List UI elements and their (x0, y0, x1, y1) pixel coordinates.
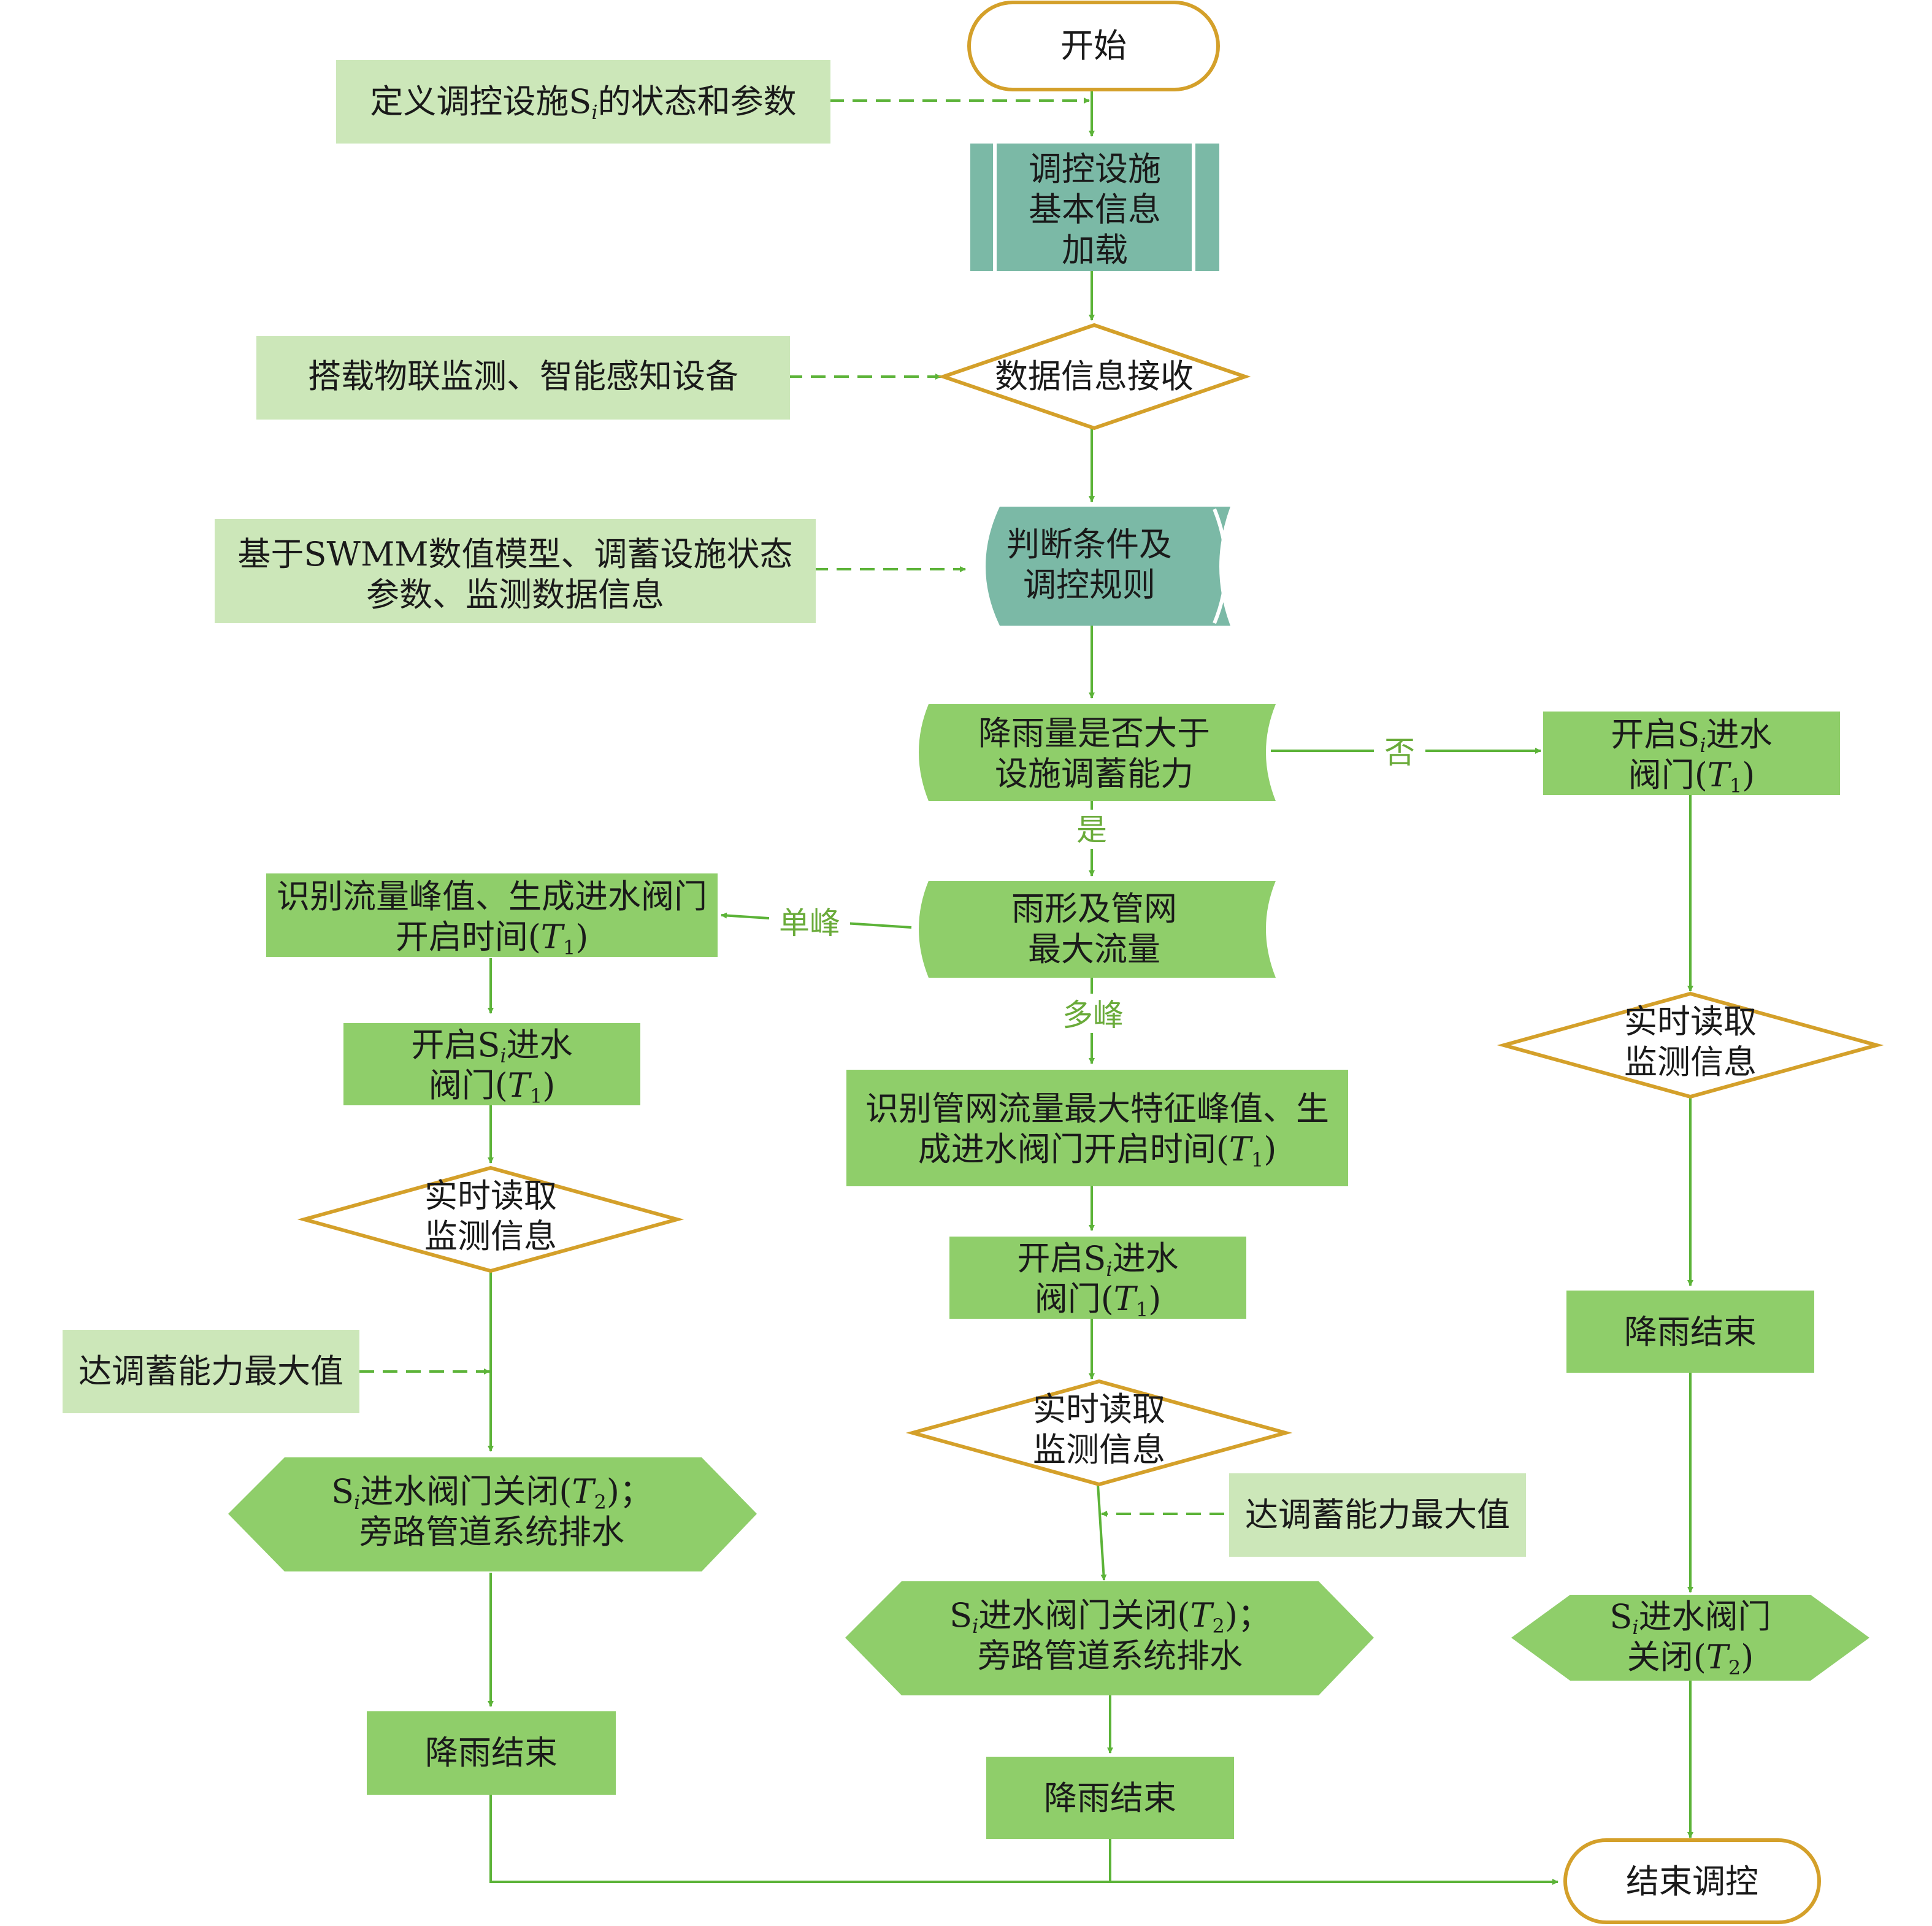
mid-max-capacity-input-box: 达调蓄能力最大值 (1229, 1473, 1526, 1557)
right-monitor-label-2: 监测信息 (1624, 1043, 1757, 1081)
swmm-input-box: 基于SWMM数值模型、调蓄设施状态 参数、监测数据信息 (215, 519, 816, 623)
load-label-3: 加载 (1062, 231, 1128, 269)
rainfall-check-label-1: 降雨量是否大于 (978, 714, 1210, 753)
right-close-valve-node: Si进水阀门 关闭(T2) (1511, 1595, 1869, 1681)
edge-label-no: 否 (1384, 735, 1415, 770)
right-monitor-decision-node: 实时读取 监测信息 (1497, 991, 1884, 1099)
left-max-capacity-label: 达调蓄能力最大值 (79, 1352, 343, 1391)
mid-rain-end-node: 降雨结束 (986, 1757, 1234, 1839)
left-monitor-decision-node: 实时读取 监测信息 (297, 1165, 684, 1273)
left-monitor-label-2: 监测信息 (424, 1217, 557, 1256)
right-rain-end-node: 降雨结束 (1566, 1291, 1814, 1373)
mid-monitor-decision-node: 实时读取 监测信息 (905, 1379, 1293, 1487)
mid-open-label-1: 开启Si进水 (1017, 1239, 1178, 1281)
end-label: 结束调控 (1626, 1862, 1758, 1901)
left-rain-end-node: 降雨结束 (367, 1711, 616, 1795)
iot-label: 搭载物联监测、智能感知设备 (308, 357, 738, 396)
right-open-label-2: 阀门(T1) (1628, 756, 1755, 797)
mid-open-valve-node: 开启Si进水 阀门(T1) (949, 1237, 1246, 1321)
mid-monitor-label-1: 实时读取 (1033, 1390, 1165, 1429)
end-node: 结束调控 (1563, 1838, 1821, 1924)
edge-label-single-peak: 单峰 (779, 905, 840, 941)
start-node: 开始 (967, 1, 1220, 91)
mid-open-label-2: 阀门(T1) (1035, 1280, 1162, 1321)
left-monitor-label-1: 实时读取 (424, 1176, 557, 1215)
edge-midmonitor-midclose (1097, 1484, 1107, 1581)
mid-max-capacity-label: 达调蓄能力最大值 (1245, 1495, 1510, 1534)
left-identify-label-1: 识别流量峰值、生成进水阀门 (277, 877, 707, 916)
edge-leftend-merge (489, 1795, 1558, 1885)
left-identify-node: 识别流量峰值、生成进水阀门 开启时间(T1) (266, 873, 718, 959)
swmm-label-1: 基于SWMM数值模型、调蓄设施状态 (237, 535, 792, 574)
right-close-label-2: 关闭(T2) (1627, 1638, 1754, 1679)
left-close-label-2: 旁路管道系统排水 (359, 1513, 624, 1551)
mid-close-valve-node: Si进水阀门关闭(T2)； 旁路管道系统排水 (845, 1581, 1374, 1695)
define-input-box: 定义调控设施Si的状态和参数 (336, 60, 830, 144)
rules-label-1: 判断条件及 (1006, 525, 1172, 564)
mid-identify-node: 识别管网流量最大特征峰值、生 成进水阀门开启时间(T1) (846, 1070, 1348, 1186)
left-open-valve-node: 开启Si进水 阀门(T1) (343, 1023, 640, 1108)
define-label: 定义调控设施Si的状态和参数 (370, 82, 796, 124)
edge-label-multi-peak: 多峰 (1062, 997, 1124, 1033)
right-open-label-1: 开启Si进水 (1611, 715, 1772, 757)
left-max-capacity-input-box: 达调蓄能力最大值 (63, 1330, 359, 1413)
load-info-node: 调控设施 基本信息 加载 (970, 144, 1219, 271)
left-close-valve-node: Si进水阀门关闭(T2)； 旁路管道系统排水 (228, 1457, 757, 1571)
mid-monitor-label-2: 监测信息 (1033, 1430, 1165, 1469)
iot-input-box: 搭载物联监测、智能感知设备 (256, 336, 790, 420)
left-open-label-2: 阀门(T1) (429, 1066, 556, 1108)
right-rain-end-label: 降雨结束 (1624, 1313, 1757, 1351)
receive-decision-node: 数据信息接收 (937, 323, 1251, 431)
left-identify-label-2: 开启时间(T1) (396, 918, 589, 959)
rules-label-2: 调控规则 (1023, 566, 1156, 604)
load-label-1: 调控设施 (1029, 150, 1161, 188)
pattern-label-1: 雨形及管网 (1011, 889, 1177, 928)
receive-label: 数据信息接收 (995, 357, 1194, 396)
start-label: 开始 (1060, 26, 1127, 65)
mid-close-label-2: 旁路管道系统排水 (978, 1636, 1243, 1675)
mid-identify-label-2: 成进水阀门开启时间(T1) (918, 1130, 1277, 1172)
right-close-label-1: Si进水阀门 (1609, 1597, 1771, 1639)
pattern-label-2: 最大流量 (1028, 930, 1160, 969)
mid-close-label-1: Si进水阀门关闭(T2)； (949, 1596, 1271, 1638)
edge-label-yes: 是 (1076, 812, 1107, 848)
mid-identify-label-1: 识别管网流量最大特征峰值、生 (865, 1089, 1329, 1128)
left-rain-end-label: 降雨结束 (425, 1733, 558, 1772)
right-monitor-label-1: 实时读取 (1624, 1002, 1757, 1041)
right-open-valve-node: 开启Si进水 阀门(T1) (1543, 712, 1840, 797)
swmm-label-2: 参数、监测数据信息 (366, 575, 664, 614)
left-open-label-1: 开启Si进水 (411, 1026, 572, 1067)
pattern-node: 雨形及管网 最大流量 (919, 881, 1276, 978)
rules-node: 判断条件及 调控规则 (986, 507, 1230, 626)
left-close-label-1: Si进水阀门关闭(T2)； (331, 1472, 653, 1514)
rainfall-check-label-2: 设施调蓄能力 (995, 754, 1194, 793)
rainfall-check-node: 降雨量是否大于 设施调蓄能力 (919, 704, 1276, 801)
load-label-2: 基本信息 (1029, 190, 1161, 229)
mid-rain-end-label: 降雨结束 (1044, 1779, 1176, 1817)
